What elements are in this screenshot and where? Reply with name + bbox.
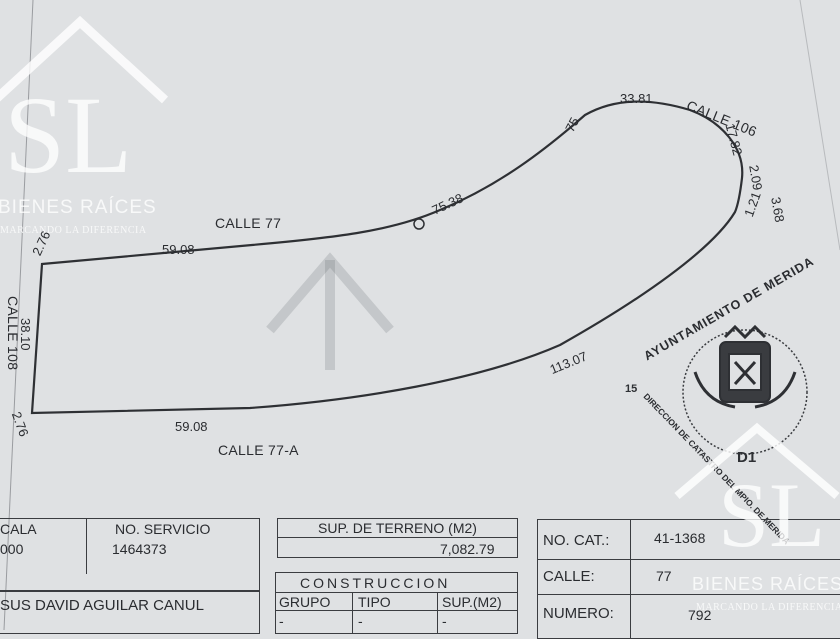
curve-marker [413,218,425,230]
construccion-divider-1 [275,592,518,593]
official-seal: 15 D1 [625,324,808,466]
numero-label: NUMERO: [543,605,614,622]
servicio-value: 1464373 [112,541,167,557]
servicio-label: NO. SERVICIO [115,521,211,537]
measure-right-2: 2.09 [746,163,766,192]
form-left-divider [86,518,87,574]
paper-edge-right [799,0,840,251]
street-bottom-label: CALLE 77-A [218,442,299,458]
crest-icon [693,324,797,409]
sup-terreno-divider [277,537,518,538]
measure-left-side: 38.10 [18,318,33,351]
seal-code: D1 [737,449,756,466]
watermark-initials: SL [4,74,133,196]
measure-top-straight: 59.08 [162,242,195,257]
plot-boundary [30,100,744,415]
escala-value: 000 [0,541,24,557]
construccion-divider-2 [275,610,518,611]
calle-label: CALLE: [543,568,595,585]
brand-house-icon [0,15,169,104]
tipo-label: TIPO [358,594,391,610]
construccion-col-1 [352,592,353,634]
watermark-brand-bottom: BIENES RAÍCES [692,574,840,594]
watermark-initials-bottom: SL [718,464,826,566]
measure-top-right: 33.81 [620,91,653,106]
street-top-label: CALLE 77 [215,215,282,231]
escala-label: CALA [0,521,37,537]
sup-terreno-label: SUP. DE TERRENO (M2) [318,520,477,536]
grupo-value: - [279,613,284,629]
seal-left-mark: 15 [625,383,637,395]
numero-value: 792 [688,607,712,623]
sup-terreno-box [277,518,518,558]
measure-bottom-straight: 59.08 [175,419,208,434]
tipo-value: - [358,613,363,629]
form-box-left [0,518,260,592]
measure-right-3: 3.68 [768,195,788,224]
sup-m2-label: SUP.(M2) [442,594,502,610]
calle-value: 77 [656,568,672,584]
construccion-col-2 [437,592,438,634]
catastro-divider-2 [537,594,840,595]
catastro-col [630,519,631,639]
construccion-label: CONSTRUCCION [300,575,451,591]
sup-terreno-value: 7,082.79 [440,541,495,557]
grupo-label: GRUPO [279,594,331,610]
sup-m2-value: - [442,613,447,629]
no-cat-label: NO. CAT.: [543,532,610,549]
watermark-brand: BIENES RAÍCES [0,197,157,218]
no-cat-value: 41-1368 [654,530,706,546]
watermark-tagline: MARCANDO LA DIFERENCIA [0,225,147,236]
brand-house-icon-bottom [674,422,840,500]
paper-edge-left [3,0,34,630]
watermark-tagline-bottom: MARCANDO LA DIFERENCIA [696,602,840,613]
bleed-through-mark [266,252,394,370]
catastro-divider-1 [537,559,840,560]
owner-name: SUS DAVID AGUILAR CANUL [0,597,204,614]
